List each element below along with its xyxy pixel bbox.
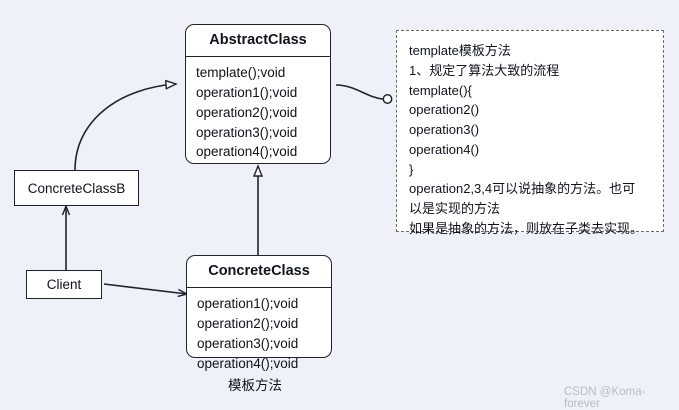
member-item: operation1();void	[197, 296, 299, 312]
watermark: CSDN @Koma-forever	[564, 386, 646, 410]
node-abstract-class[interactable]: AbstractClass template();void operation1…	[185, 24, 331, 164]
note-line: 如果是抽象的方法，则放在子类去实现。	[409, 220, 644, 236]
member-item: operation4();void	[197, 355, 299, 371]
member-item: operation2();void	[196, 104, 298, 120]
node-client-title: Client	[46, 277, 82, 292]
member-item: template();void	[196, 65, 286, 81]
node-abstract-class-title: AbstractClass	[209, 32, 307, 48]
node-concrete-class-b[interactable]: ConcreteClassB	[14, 170, 139, 206]
diagram-caption: 模板方法	[228, 378, 282, 393]
node-concrete-class-b-title: ConcreteClassB	[27, 180, 126, 196]
note-line: operation2,3,4可以说抽象的方法。也可	[409, 181, 636, 197]
member-item: operation4();void	[196, 144, 298, 160]
note-line: operation2()	[409, 102, 480, 118]
node-abstract-class-divider	[186, 55, 330, 58]
node-client[interactable]: Client	[26, 270, 102, 299]
member-item: operation3();void	[196, 124, 298, 140]
node-concrete-class-members: operation1();void operation2();void oper…	[187, 288, 331, 380]
note-line: template(){	[409, 82, 472, 98]
member-item: operation3();void	[197, 335, 299, 351]
node-concrete-class-divider	[187, 286, 331, 289]
node-abstract-class-members: template();void operation1();void operat…	[186, 57, 330, 169]
note-line: 以是实现的方法	[409, 201, 501, 216]
member-item: operation1();void	[196, 84, 298, 100]
note-line: operation3()	[409, 122, 480, 137]
note-line: template模板方法	[409, 43, 511, 58]
note-line: 1、规定了算法大致的流程	[409, 62, 560, 78]
node-concrete-class[interactable]: ConcreteClass operation1();void operatio…	[186, 255, 332, 371]
node-concrete-class-title: ConcreteClass	[208, 263, 310, 279]
member-item: operation2();void	[197, 315, 299, 331]
note-template-method: template模板方法 1、规定了算法大致的流程 template(){ op…	[396, 30, 664, 236]
note-line: }	[409, 161, 414, 177]
note-line: operation4()	[409, 141, 480, 157]
